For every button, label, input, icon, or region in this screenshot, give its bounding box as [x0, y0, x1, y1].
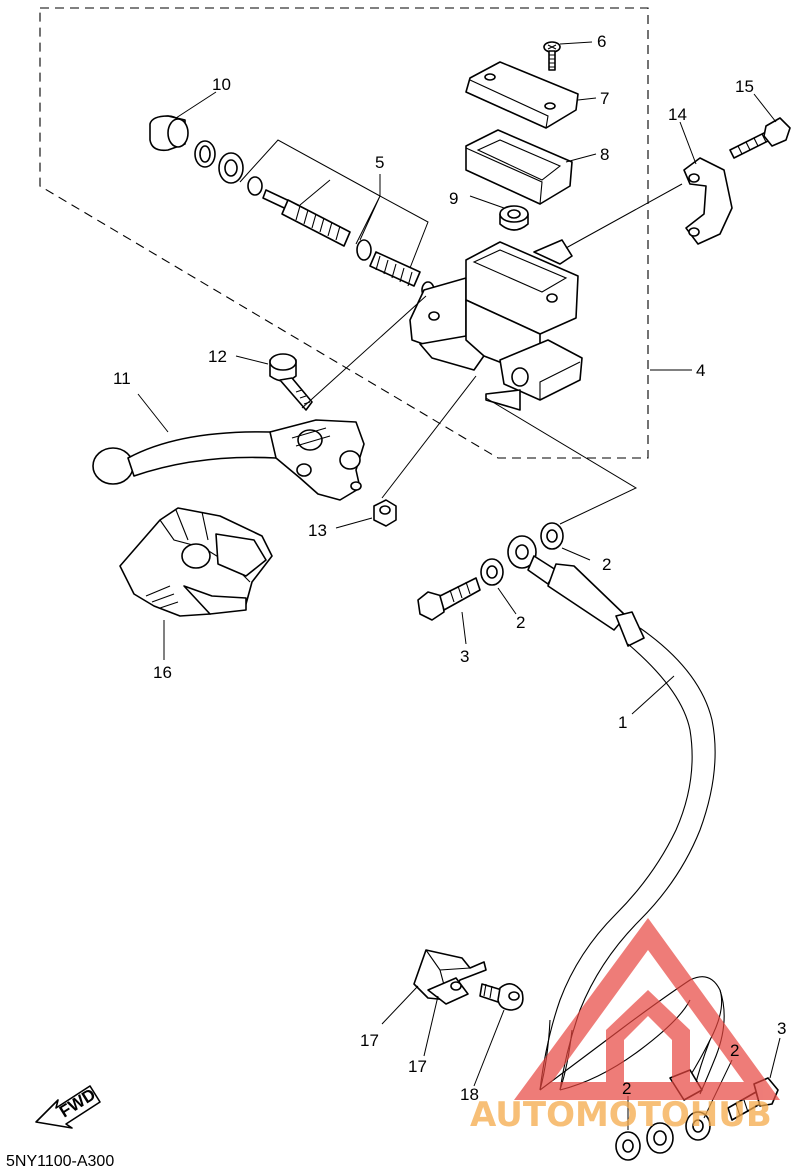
label-part-16: 16	[153, 663, 172, 682]
label-part-5: 5	[375, 153, 384, 172]
part-11-lever	[92, 419, 365, 501]
label-part-9: 9	[449, 189, 458, 208]
label-part-11: 11	[113, 369, 131, 388]
part-5-piston-kit	[247, 176, 435, 299]
diagram-code: 5NY1100-A300	[6, 1153, 114, 1170]
part-1-brake-hose	[507, 535, 725, 1101]
part-9-float	[499, 205, 529, 231]
label-part-13: 13	[308, 521, 327, 540]
label-part-14: 14	[668, 105, 687, 124]
part-16-lever-cover	[119, 507, 273, 617]
label-part-12: 12	[208, 347, 227, 366]
assembly-boundary-dashed	[39, 7, 649, 459]
label-part-17-right: 17	[408, 1057, 427, 1076]
part-7-reservoir-cap	[465, 61, 579, 129]
master-cylinder-body	[409, 239, 583, 411]
part-15-bolt	[729, 117, 791, 159]
part-14-holder	[683, 157, 733, 245]
part-3-banjo-bolt-upper	[417, 577, 481, 621]
label-part-10: 10	[212, 75, 231, 94]
forward-direction-arrow: FWD	[35, 1085, 101, 1129]
label-part-3-lower: 3	[777, 1019, 786, 1038]
label-part-8: 8	[600, 145, 609, 164]
washer-2-upper-b	[540, 522, 564, 550]
banjo-lower	[646, 1122, 674, 1154]
label-part-2-lower-right: 2	[730, 1041, 739, 1060]
label-part-4: 4	[696, 361, 705, 380]
circlip	[194, 140, 216, 168]
watermark-text: AUTOMOTOHUB	[470, 1095, 772, 1135]
label-part-18: 18	[460, 1085, 479, 1104]
label-part-15: 15	[735, 77, 754, 96]
label-part-3-upper: 3	[460, 647, 469, 666]
label-part-2-upper-mid: 2	[516, 613, 525, 632]
label-part-2-lower-left: 2	[622, 1079, 631, 1098]
part-6-screw	[543, 41, 561, 71]
part-8-diaphragm	[465, 129, 573, 205]
watermark-logo	[514, 918, 780, 1100]
washer-2-lower-a	[615, 1131, 641, 1161]
label-part-2-upper-right: 2	[602, 555, 611, 574]
label-part-6: 6	[597, 32, 606, 51]
part-13-nut	[373, 499, 397, 527]
washer-2-lower-b	[685, 1111, 711, 1141]
label-part-7: 7	[600, 89, 609, 108]
leader-lines	[137, 41, 781, 1130]
part-12-pivot-bolt	[269, 353, 313, 411]
label-part-1: 1	[618, 713, 627, 732]
part-18-bolt	[479, 983, 524, 1011]
washer	[218, 152, 244, 184]
part-5-bracket-leaders	[239, 139, 429, 269]
part-10-boot	[149, 115, 189, 152]
part-17-hose-clamp	[413, 949, 487, 1005]
washer-2-upper-a	[480, 558, 504, 586]
label-part-17-left: 17	[360, 1031, 379, 1050]
